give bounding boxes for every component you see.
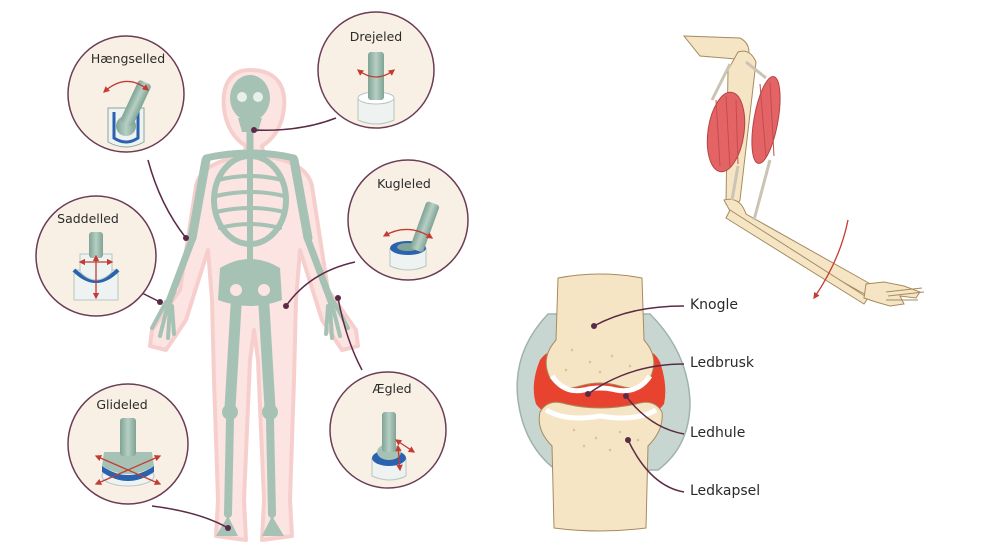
arm-illustration bbox=[682, 35, 925, 307]
skull bbox=[230, 75, 270, 121]
leader-dots bbox=[157, 127, 341, 531]
label-joint-cavity: Ledhule bbox=[690, 425, 746, 441]
ellipsoid-joint-callout bbox=[329, 371, 447, 489]
triceps-muscle bbox=[751, 76, 781, 164]
label-cartilage: Ledbrusk bbox=[690, 355, 754, 371]
label-joint-capsule: Ledkapsel bbox=[690, 483, 761, 499]
label-ball-joint: Kugleled bbox=[377, 176, 431, 191]
human-figure bbox=[148, 68, 360, 542]
label-plane-joint: Glideled bbox=[96, 397, 148, 412]
ball-joint-callout bbox=[347, 159, 469, 281]
saddle-joint-callout bbox=[35, 195, 157, 317]
lower-bone bbox=[538, 401, 663, 532]
label-saddle-joint: Saddelled bbox=[57, 211, 119, 226]
skeleton bbox=[150, 75, 350, 536]
label-bone: Knogle bbox=[690, 297, 739, 313]
upper-bone bbox=[545, 273, 655, 389]
label-pivot-joint: Drejeled bbox=[349, 29, 403, 44]
label-hinge-joint: Hængselled bbox=[90, 51, 166, 66]
plane-joint-callout bbox=[67, 383, 189, 505]
label-ellipsoid-joint: Ægled bbox=[372, 381, 412, 396]
pivot-joint-callout bbox=[317, 11, 435, 129]
hinge-joint-callout bbox=[67, 35, 185, 153]
knee-joint-diagram bbox=[516, 273, 691, 532]
